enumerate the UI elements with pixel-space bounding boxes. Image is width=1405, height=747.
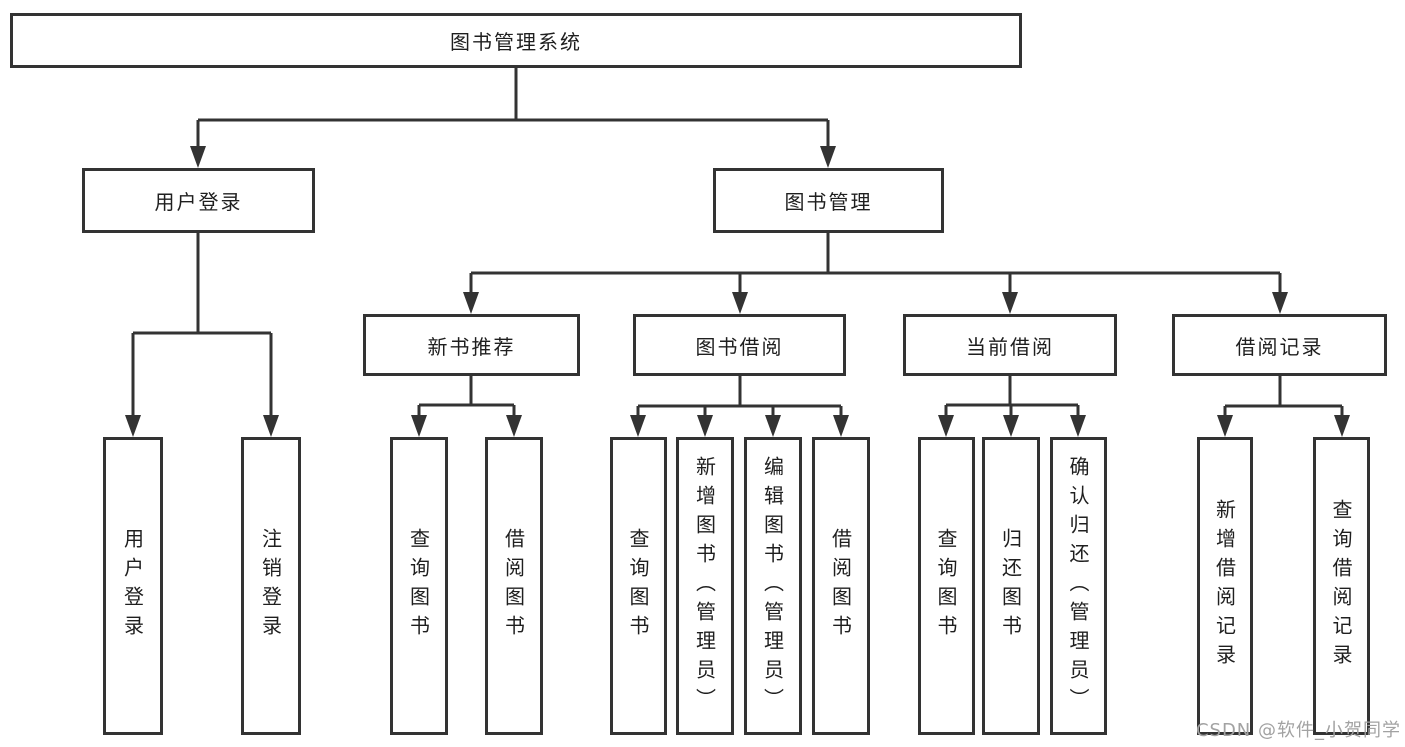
leaf-confirm-return-admin: 确认归还（管理员）	[1050, 437, 1107, 735]
leaf-query-books-current: 查询图书	[918, 437, 975, 735]
node-book-management: 图书管理	[713, 168, 944, 233]
node-new-book-recommendation: 新书推荐	[363, 314, 580, 376]
leaf-query-books-borrowing: 查询图书	[610, 437, 667, 735]
leaf-borrow-books-borrowing: 借阅图书	[812, 437, 870, 735]
leaf-user-login: 用户登录	[103, 437, 163, 735]
leaf-query-borrow-record: 查询借阅记录	[1313, 437, 1370, 735]
leaf-logout: 注销登录	[241, 437, 301, 735]
watermark-text: CSDN @软件_小贺同学	[1195, 720, 1401, 741]
node-current-borrowing: 当前借阅	[903, 314, 1117, 376]
leaf-edit-book-admin: 编辑图书（管理员）	[744, 437, 802, 735]
leaf-add-borrow-record: 新增借阅记录	[1197, 437, 1253, 735]
leaf-add-book-admin: 新增图书（管理员）	[676, 437, 734, 735]
node-library-management-system: 图书管理系统	[10, 13, 1022, 68]
node-book-borrowing: 图书借阅	[633, 314, 846, 376]
node-borrowing-records: 借阅记录	[1172, 314, 1387, 376]
node-user-login: 用户登录	[82, 168, 315, 233]
leaf-query-books-recommend: 查询图书	[390, 437, 448, 735]
leaf-return-books: 归还图书	[982, 437, 1040, 735]
leaf-borrow-books-recommend: 借阅图书	[485, 437, 543, 735]
